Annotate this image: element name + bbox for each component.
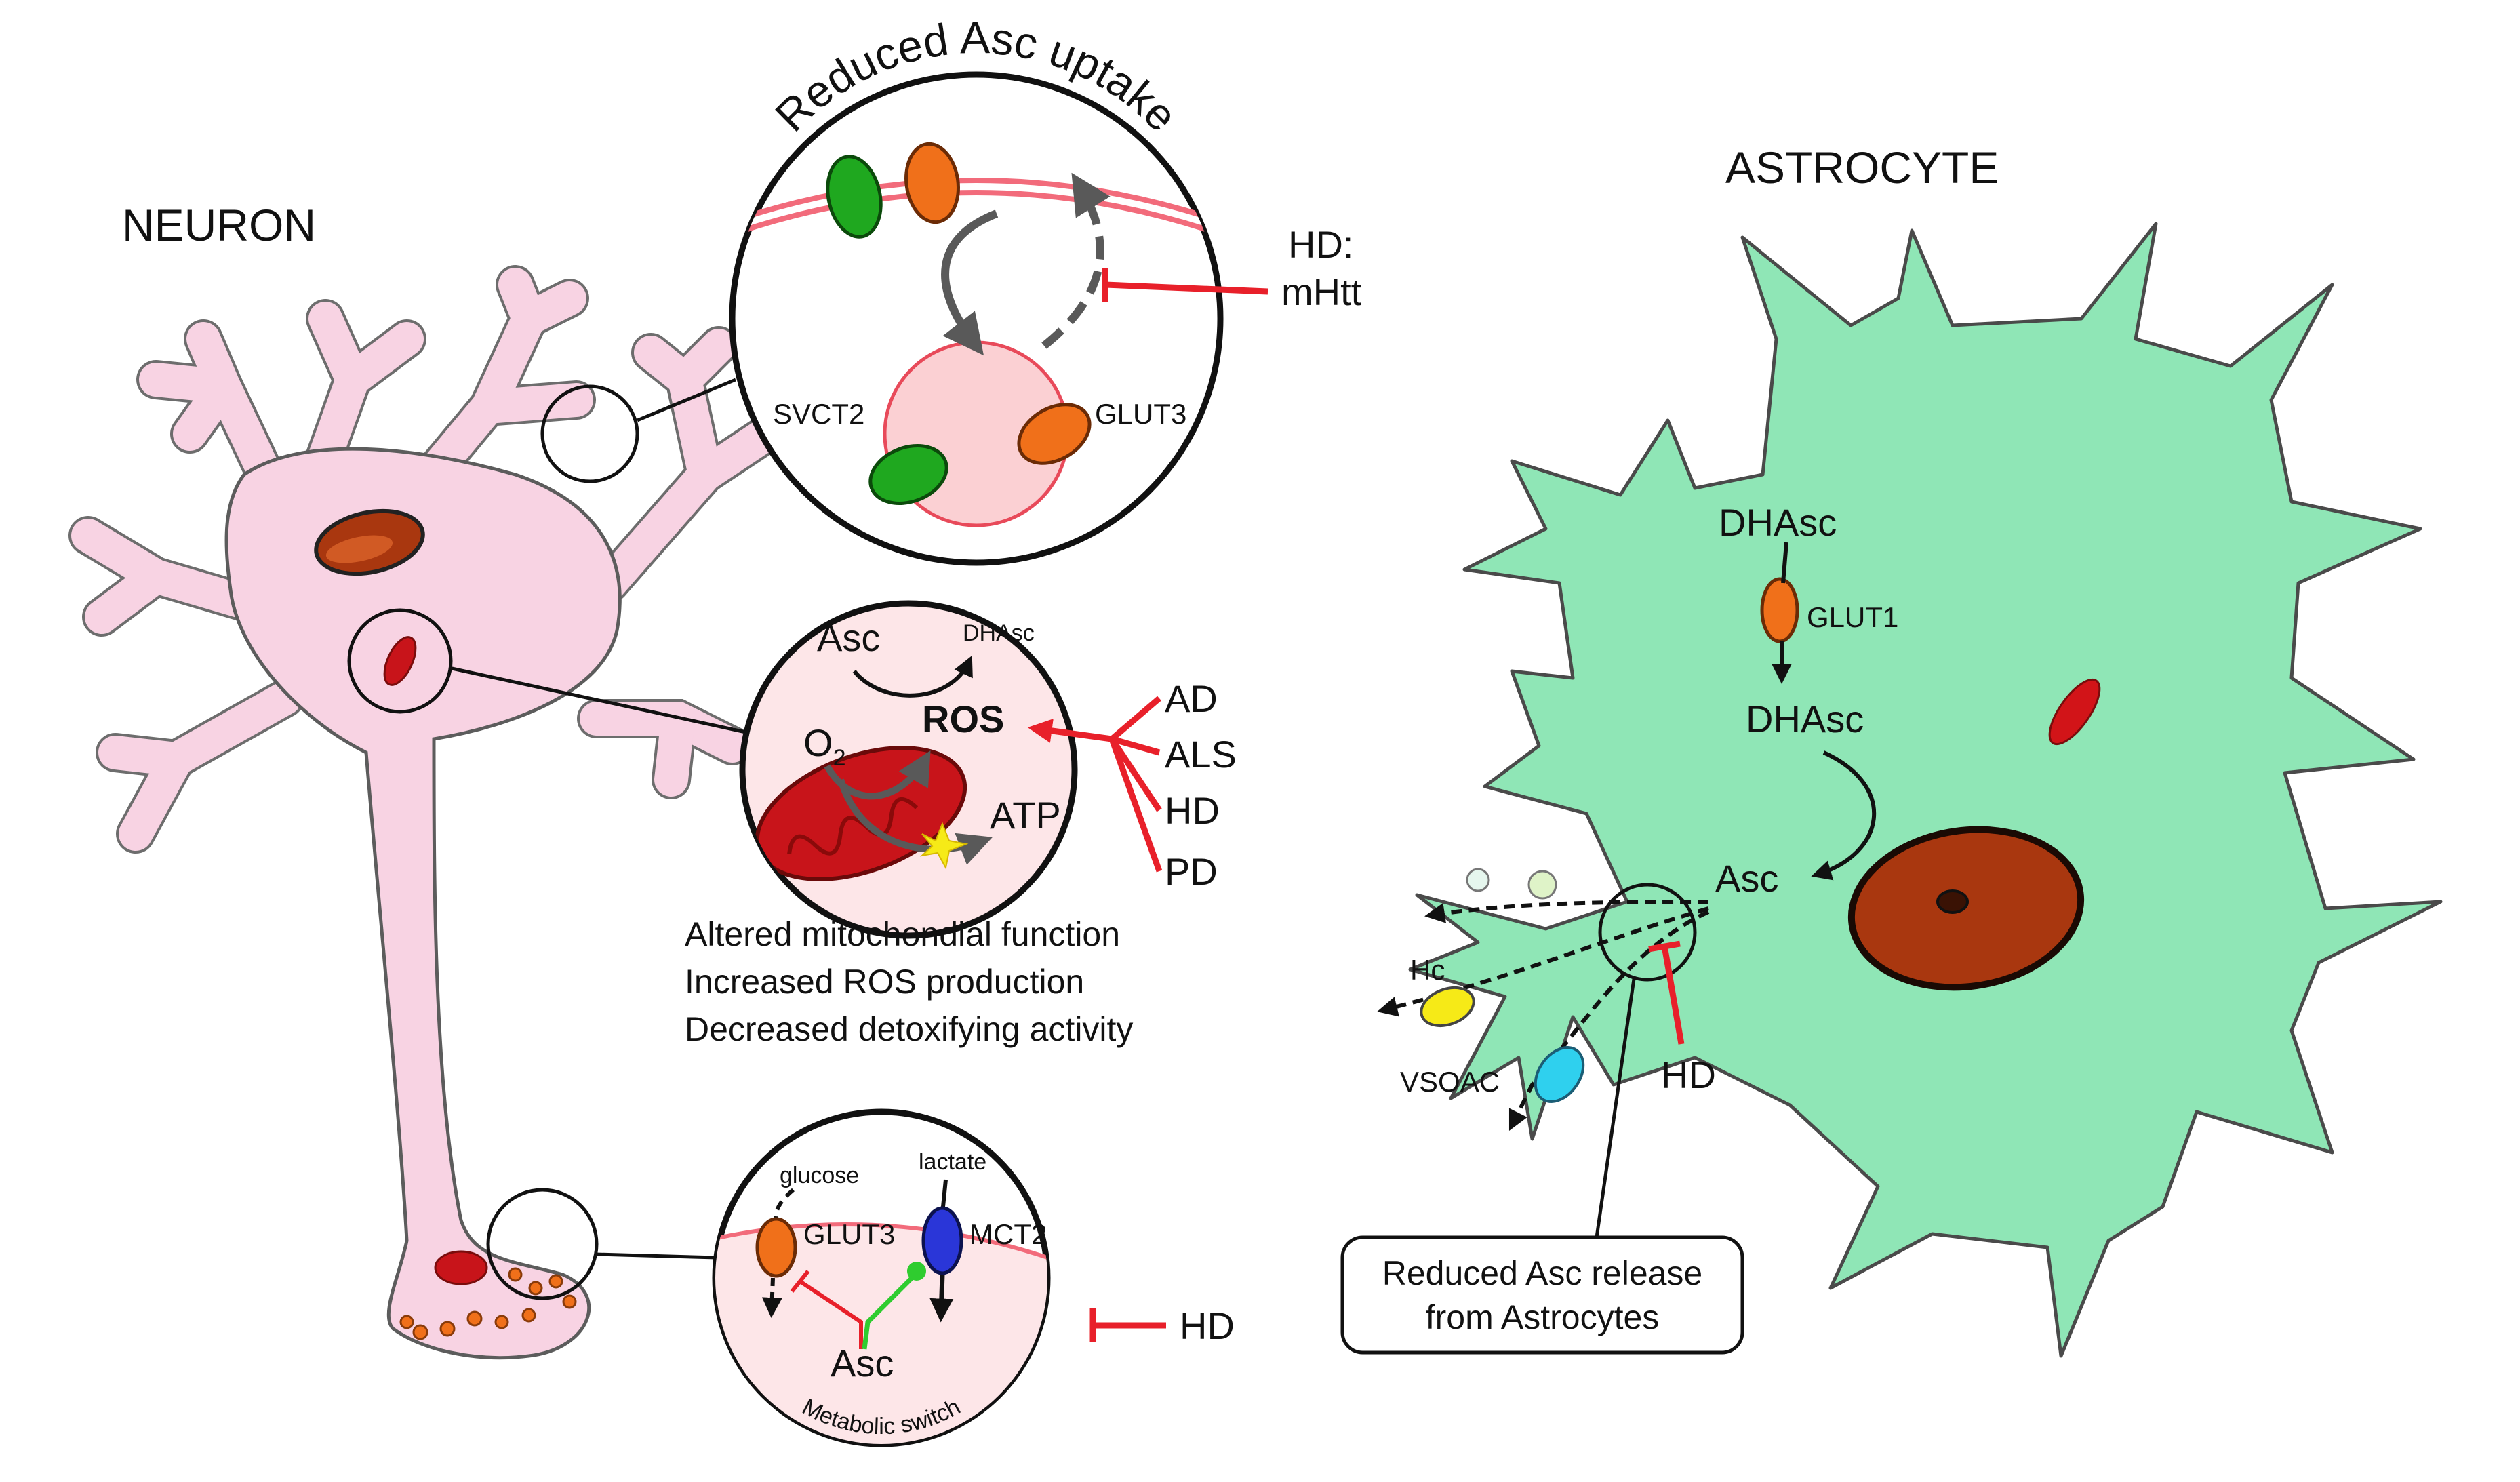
terminal-membrane: [715, 1222, 1047, 1263]
connector-uptake: [637, 378, 736, 422]
glucose-label: glucose: [780, 1163, 859, 1188]
dhasc-reduction-arrow: [1811, 750, 1877, 881]
mct2-label: MCT2: [969, 1218, 1047, 1250]
atp-production-arrow: [837, 778, 993, 865]
neuron-soma: [224, 447, 622, 1360]
connector-metabolic: [595, 1252, 718, 1260]
neuron-title: NEURON: [122, 200, 316, 250]
svct2-transporter-vesicle: [868, 443, 948, 506]
ros-caption-3: Decreased detoxifying activity: [685, 1010, 1133, 1048]
hd-label-uptake: HD:: [1288, 223, 1353, 266]
dhasc-label-ros: DHAsc: [963, 620, 1035, 646]
endocytosis-arrow: [941, 209, 999, 356]
zoom-marker-soma: [347, 608, 453, 714]
disease-hd: HD: [1165, 789, 1220, 832]
asc-inhibition-glut3: [799, 1279, 863, 1349]
o2-label: O2: [803, 721, 845, 771]
zoom-marker-release: [1598, 883, 1697, 982]
mct2-transporter: [921, 1206, 963, 1275]
hc-channel: [1420, 986, 1475, 1028]
zoom-marker-dendrite: [540, 384, 639, 483]
asc-activation-mct2: [862, 1273, 917, 1350]
neuron-mitochondrion: [383, 636, 417, 686]
disease-ad: AD: [1165, 677, 1218, 720]
asc-astrocyte-label: Asc: [1715, 857, 1778, 900]
ros-label: ROS: [922, 698, 1004, 740]
connector-ros: [448, 666, 746, 734]
glut1-label: GLUT1: [1807, 601, 1898, 633]
dhasc-outer-label: DHAsc: [1719, 501, 1837, 544]
glut3-transporter-terminal: [755, 1217, 797, 1278]
connector-release: [1595, 978, 1636, 1238]
svct2-transporter-membrane: [826, 155, 883, 239]
ros-panel: Asc DHAsc O2 ROS ATP AD ALS HD PD Altere…: [685, 600, 1237, 1048]
synaptic-vesicles: [399, 1267, 577, 1340]
hd-label-astrocyte: HD: [1661, 1054, 1716, 1096]
vsoac-label: VSOAC: [1400, 1066, 1500, 1098]
glut3-transporter-vesicle: [1017, 403, 1092, 465]
hd-inhibition-line-astrocyte: [1661, 945, 1685, 1045]
asc-oxidation-arrow: [852, 655, 973, 698]
atp-label: ATP: [990, 794, 1061, 837]
energy-star-icon: [919, 822, 969, 870]
astrocyte-cell: DHAsc GLUT1 DHAsc Asc Hc VSOAC HD: [1377, 222, 2443, 1358]
astrocyte-mitochondrion: [2048, 678, 2101, 746]
hc-label: Hc: [1410, 954, 1445, 986]
disease-pd: PD: [1165, 850, 1218, 893]
glut3-label-terminal: GLUT3: [803, 1218, 895, 1250]
metabolic-panel: glucose lactate GLUT3 MCT2 Asc Metabolic…: [712, 1108, 1235, 1447]
neuron-cell: [68, 265, 786, 1360]
vsoac-channel: [1534, 1046, 1585, 1103]
glut3-transporter-membrane: [904, 142, 960, 224]
lactate-label: lactate: [919, 1149, 986, 1175]
asc-label-ros: Asc: [817, 616, 880, 659]
release-callout: Reduced Asc release from Astrocytes: [1340, 1235, 1744, 1355]
callout-line-1: Reduced Asc release: [1382, 1254, 1703, 1292]
glut3-label: GLUT3: [1095, 398, 1186, 430]
disease-als: ALS: [1165, 733, 1237, 776]
astrocyte-body: [1408, 222, 2443, 1358]
asc-label-metabolic: Asc: [831, 1342, 894, 1384]
glut1-transporter: [1760, 577, 1799, 643]
dhasc-inner-label: DHAsc: [1746, 698, 1864, 740]
terminal-mitochondrion: [434, 1250, 488, 1285]
uptake-panel: Reduced Asc uptake SVCT2 GLUT3 HD: mHtt: [729, 12, 1362, 566]
ros-caption-1: Altered mitochondial function: [685, 915, 1120, 953]
callout-line-2: from Astrocytes: [1426, 1298, 1660, 1336]
zoom-marker-terminal: [486, 1188, 599, 1300]
hd-label-metabolic: HD: [1180, 1304, 1235, 1347]
astrocyte-title: ASTROCYTE: [1725, 142, 1999, 193]
hd-inhibition-line-uptake: [1104, 281, 1268, 295]
disease-fan: [1027, 696, 1163, 873]
recycling-arrow-dashed: [1041, 172, 1111, 349]
svct2-label: SVCT2: [773, 398, 864, 430]
ros-caption-2: Increased ROS production: [685, 963, 1084, 1001]
mhtt-label: mHtt: [1281, 271, 1362, 313]
